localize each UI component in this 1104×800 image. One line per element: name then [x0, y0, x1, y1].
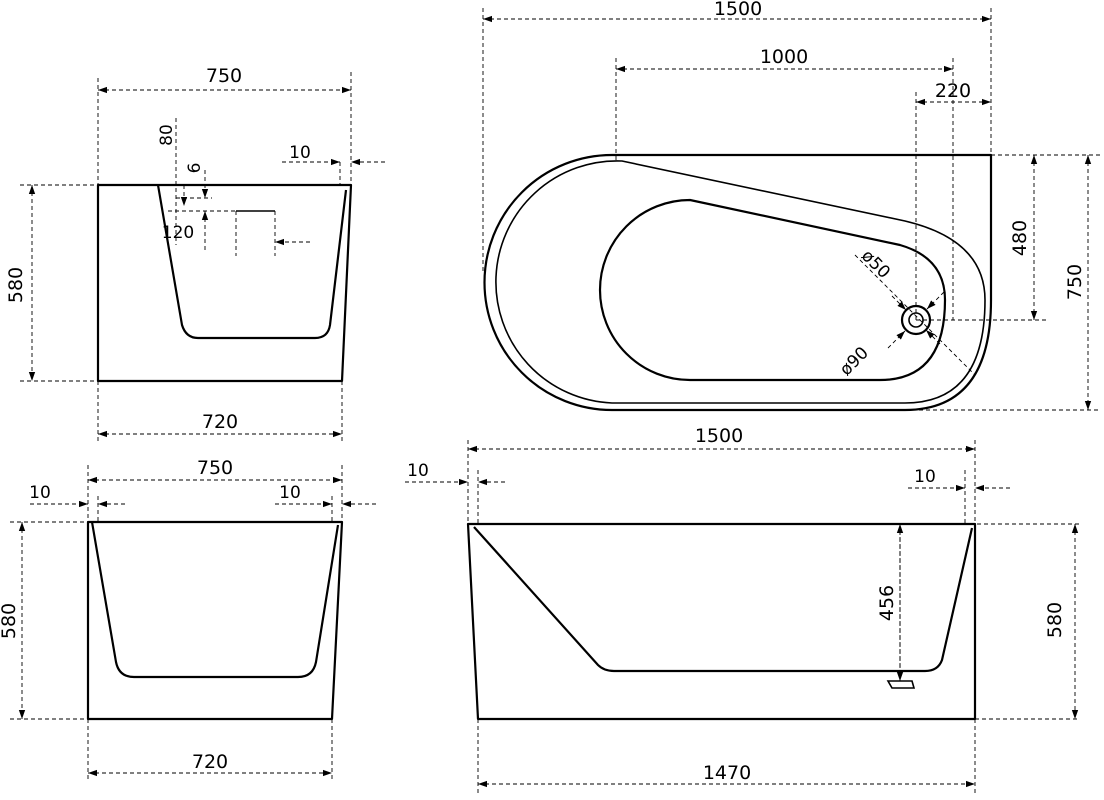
dim-end-wall-right: 10: [279, 483, 301, 503]
dim-side-length: 1500: [695, 425, 743, 447]
side-view-outline: [466, 522, 977, 721]
dim-end-height: 580: [0, 603, 20, 639]
dim-end-bottom-width: 720: [192, 751, 228, 773]
dim-side-wall-left: 10: [407, 461, 429, 481]
dim-plan-drain-side: 480: [1009, 220, 1031, 256]
plan-view: 1500 1000 220 480 750 ø50 ø90: [482, 0, 1100, 412]
dim-front-overflow-width: 120: [162, 223, 194, 243]
dim-end-top-width: 750: [197, 457, 233, 479]
dim-side-height: 580: [1044, 602, 1066, 638]
dim-front-bottom-width: 720: [202, 411, 238, 433]
end-view: 750 10 10 720 580: [0, 457, 376, 782]
plan-view-rim: [495, 160, 986, 404]
side-view-basin: [473, 526, 974, 673]
end-view-basin: [90, 521, 340, 679]
dim-plan-drain-diameter: ø50: [857, 246, 894, 283]
dim-plan-length: 1500: [714, 0, 762, 20]
dim-plan-drain-offset: 220: [935, 80, 971, 102]
dim-front-wall: 10: [289, 143, 311, 163]
plan-view-outline: [483, 153, 993, 412]
dim-front-overflow-gap: 6: [185, 163, 205, 174]
dim-front-top-width: 750: [206, 65, 242, 87]
dim-side-wall-right: 10: [914, 467, 936, 487]
front-view-basin: [156, 184, 348, 340]
front-view: 750 720 580 80 6 120 10: [5, 65, 385, 443]
side-view: 1500 10 10 456 580 1470: [405, 425, 1080, 795]
dim-plan-inner-length: 1000: [760, 46, 808, 68]
dim-line-drain-arrow-bl: [887, 330, 906, 349]
dim-side-bottom-length: 1470: [703, 762, 751, 784]
dim-line-drain-arrow-tl: [891, 295, 907, 311]
dim-line-drain-arrow-tr: [926, 291, 945, 310]
end-view-outline: [86, 520, 344, 721]
dim-side-inner-depth: 456: [876, 585, 898, 621]
plan-view-basin: [598, 198, 947, 382]
dim-front-height: 580: [5, 267, 27, 303]
dim-line-drain-arrow-br: [925, 329, 941, 345]
dim-front-overflow-height: 80: [157, 124, 177, 146]
side-view-drain: [886, 680, 916, 689]
front-view-outline: [96, 183, 353, 383]
dim-plan-width: 750: [1064, 264, 1086, 300]
dim-end-wall-left: 10: [29, 483, 51, 503]
dim-plan-outer-diameter: ø90: [836, 343, 873, 380]
